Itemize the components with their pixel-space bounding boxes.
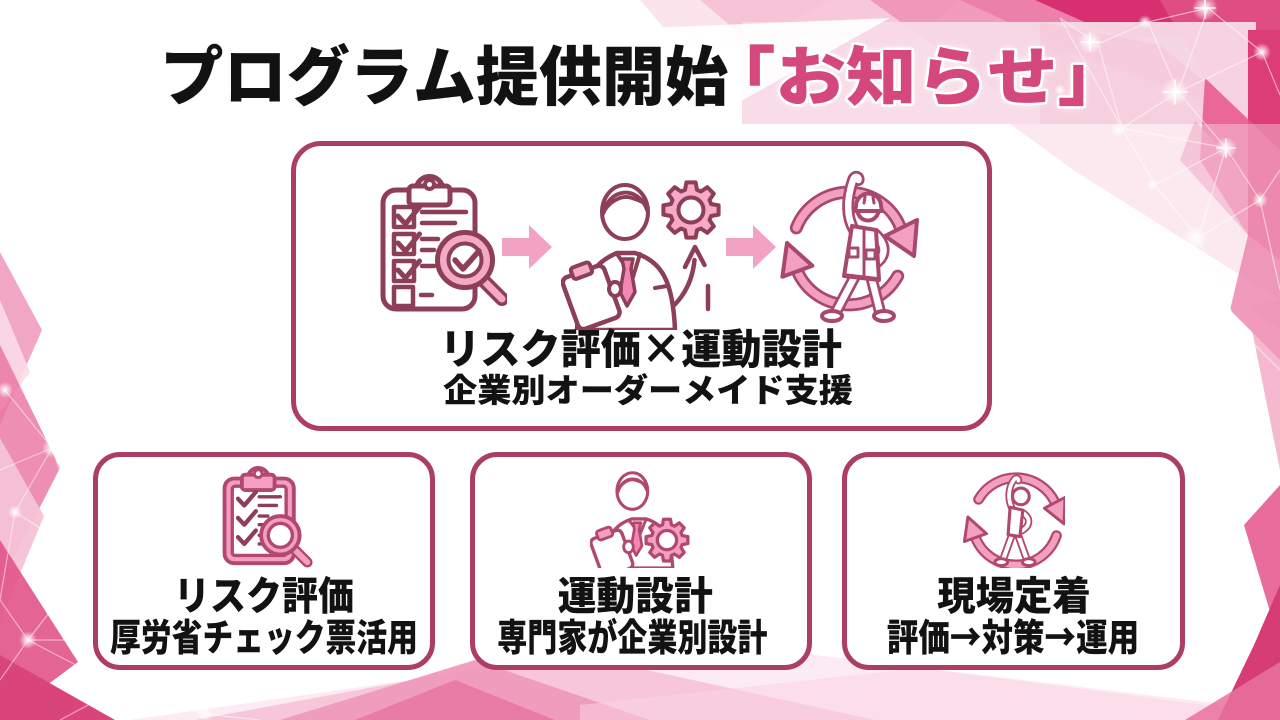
card-subtitle: 厚労省チェック票活用 xyxy=(110,607,418,662)
feature-card-risk-assessment: リスク評価 厚労省チェック票活用 xyxy=(93,452,435,670)
left-facets xyxy=(0,252,115,720)
bottom-right-facets xyxy=(1185,485,1280,720)
arrow-right-icon xyxy=(726,225,776,269)
checklist-search-icon xyxy=(380,174,507,312)
specialist-with-gear-icon xyxy=(561,180,721,330)
feature-card-exercise-design: 運動設計 専門家が企業別設計 xyxy=(470,452,812,670)
arrow-right-icon xyxy=(502,225,552,269)
bottom-facets xyxy=(130,640,1245,720)
main-summary-card: リスク評価×運動設計 企業別オーダーメイド支援 xyxy=(291,141,992,431)
specialist-with-gear-icon xyxy=(590,471,690,568)
main-card-headline: リスク評価×運動設計 xyxy=(440,316,843,377)
slide-title-accent: 「お知らせ」 xyxy=(704,25,1128,119)
worker-stretch-cycle-icon xyxy=(780,170,919,323)
card-subtitle: 専門家が企業別設計 xyxy=(497,607,768,662)
slide-title: プログラム提供開始「お知らせ」 xyxy=(0,40,1259,105)
checklist-search-icon xyxy=(222,466,313,568)
feature-card-onsite-adoption: 現場定着 評価→対策→運用 xyxy=(842,452,1185,670)
slide-title-main: プログラム提供開始 xyxy=(161,25,729,119)
card-subtitle: 評価→対策→運用 xyxy=(887,607,1140,662)
worker-stretch-cycle-icon xyxy=(962,472,1065,568)
card-title: 現場定着 xyxy=(936,564,1091,622)
card-title: リスク評価 xyxy=(174,564,354,622)
card-title: 運動設計 xyxy=(557,564,713,622)
main-card-subheadline: 企業別オーダーメイド支援 xyxy=(442,364,853,412)
